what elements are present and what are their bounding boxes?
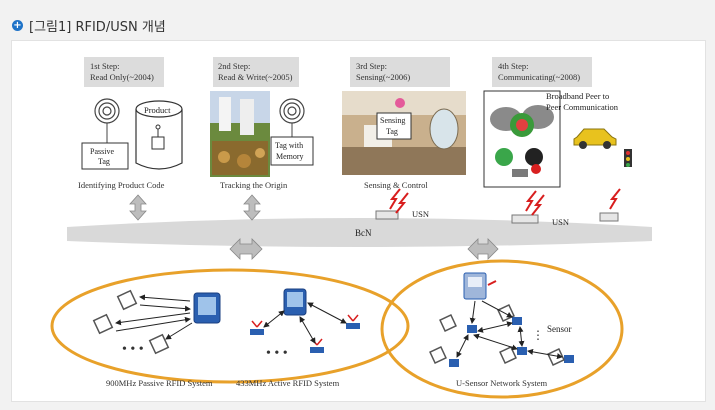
passive-arrows [115, 294, 193, 340]
tag-memory-label-1: Tag with [275, 141, 303, 150]
figure-title: [그림1] RFID/USN 개념 [29, 19, 166, 35]
step-2-caption: Tracking the Origin [220, 180, 288, 190]
active-reader-icon [283, 288, 307, 316]
double-arrow-icon [229, 238, 499, 260]
tag-with-memory-icon: Tag with Memory [270, 98, 314, 166]
step-2-label-line2: Read & Write(~2005) [218, 72, 293, 82]
step-4: 4th Step: Communicating(~2008) [492, 57, 592, 87]
usn-label-1: USN [412, 209, 429, 219]
car-icon [573, 128, 617, 149]
step-4-box [492, 57, 592, 87]
step-3: 3rd Step: Sensing(~2006) [350, 57, 450, 87]
double-arrow-icon [129, 194, 261, 221]
tag-memory-label-2: Memory [276, 152, 304, 161]
usn-device-icon: USN [511, 190, 569, 227]
step-1-label-line1: 1st Step: [90, 61, 120, 71]
farm-photo [210, 91, 270, 177]
product-can-icon: Product [135, 100, 183, 170]
sensor-tags [429, 304, 565, 366]
traffic-light-icon [624, 149, 632, 167]
step-2-box [213, 57, 299, 87]
passive-system-caption: 900MHz Passive RFID System [106, 378, 213, 388]
step-1: 1st Step: Read Only(~2004) [84, 57, 164, 87]
step-1-caption: Identifying Product Code [78, 180, 165, 190]
sensing-tag-label-2: Tag [386, 127, 398, 136]
sensor-arrows [456, 300, 563, 360]
bcn-label: BcN [355, 228, 372, 238]
passive-tag-label-2: Tag [98, 157, 110, 166]
step-1-box [84, 57, 164, 87]
diagram-canvas: 1st Step: Read Only(~2004) 2nd Step: Rea… [50, 57, 652, 399]
sensing-tag-label-1: Sensing [380, 116, 405, 125]
bcn-band [67, 218, 652, 247]
step-3-label-line2: Sensing(~2006) [356, 72, 410, 82]
figure-header: + [그림1] RFID/USN 개념 [12, 15, 166, 35]
sensor-label: Sensor [547, 324, 572, 334]
usn-label-2: USN [552, 217, 569, 227]
sensor-nodes [449, 317, 574, 367]
step-3-label-line1: 3rd Step: [356, 61, 387, 71]
product-label: Product [144, 105, 171, 115]
plus-circle-icon[interactable]: + [12, 19, 23, 31]
passive-tag-icon: Passive Tag [81, 98, 129, 170]
rfid-system-ellipse [50, 268, 410, 384]
active-tag-antennas [251, 314, 359, 346]
active-tags [250, 323, 360, 353]
ellipsis-dots: • • • [122, 342, 144, 357]
usn-device-icon [599, 188, 621, 222]
broadband-label-2: Peer Communication [546, 102, 619, 112]
active-system-caption: 433MHz Active RFID System [236, 378, 340, 388]
svg-text:⋮: ⋮ [532, 328, 544, 342]
step-2-label-line1: 2nd Step: [218, 61, 250, 71]
step-3-box [350, 57, 450, 87]
passive-reader-icon [193, 292, 221, 324]
step-1-label-line2: Read Only(~2004) [90, 72, 154, 82]
broadband-label-1: Broadband Peer to [546, 91, 609, 101]
sensing-tag-callout: Sensing Tag [376, 112, 412, 140]
step-4-label-line1: 4th Step: [498, 61, 528, 71]
rfid-usn-diagram: 1st Step: Read Only(~2004) 2nd Step: Rea… [11, 40, 706, 402]
svg-text:• • •: • • • [266, 346, 288, 361]
step-2: 2nd Step: Read & Write(~2005) [213, 57, 299, 87]
usensor-system-caption: U-Sensor Network System [456, 378, 548, 388]
passive-tag-label-1: Passive [90, 147, 114, 156]
active-arrows [263, 302, 347, 344]
step-4-label-line2: Communicating(~2008) [498, 72, 580, 82]
usn-device-icon: USN [375, 188, 429, 220]
step-3-caption: Sensing & Control [364, 180, 428, 190]
sensor-gateway-icon [463, 272, 497, 300]
passive-tags [92, 289, 170, 355]
communication-collage [483, 90, 561, 188]
usensor-system-ellipse [380, 259, 624, 399]
